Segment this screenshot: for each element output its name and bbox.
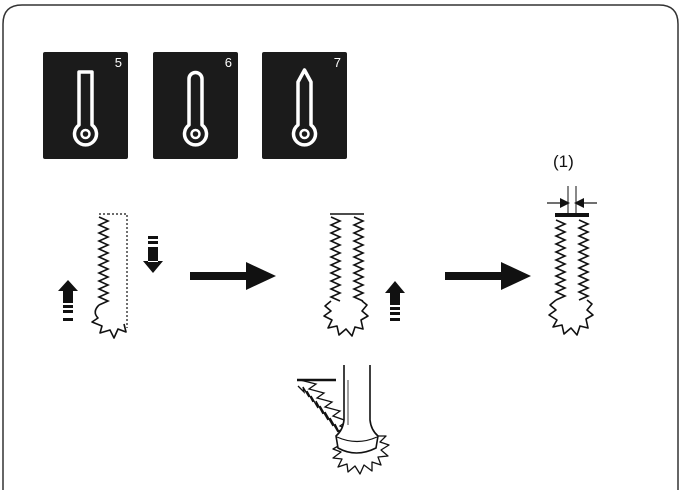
step-3-finished-buttonhole: [548, 213, 594, 336]
step-2-right-row: [323, 213, 369, 337]
button-number: 7: [333, 55, 341, 70]
next-step-arrow-icon: [190, 262, 276, 290]
gap-measurement-icon: [547, 186, 597, 215]
sewing-foot-detail: [297, 365, 390, 475]
direction-up-arrow-icon: [385, 281, 405, 321]
button-number: 5: [114, 55, 122, 70]
button-number: 6: [224, 55, 232, 70]
step-1-left-row: [91, 213, 128, 339]
direction-up-arrow-icon: [58, 280, 78, 321]
buttonhole-5-button[interactable]: 5: [43, 52, 128, 159]
direction-down-arrow-icon: [143, 236, 163, 273]
keyhole-buttonhole-pointed-icon: [291, 68, 318, 147]
buttonhole-7-button[interactable]: 7: [262, 52, 347, 159]
next-step-arrow-icon: [445, 262, 531, 290]
buttonhole-6-button[interactable]: 6: [153, 52, 238, 159]
gap-callout-label: (1): [553, 152, 574, 171]
keyhole-buttonhole-square-icon: [72, 70, 99, 147]
keyhole-buttonhole-round-icon: [182, 70, 209, 147]
